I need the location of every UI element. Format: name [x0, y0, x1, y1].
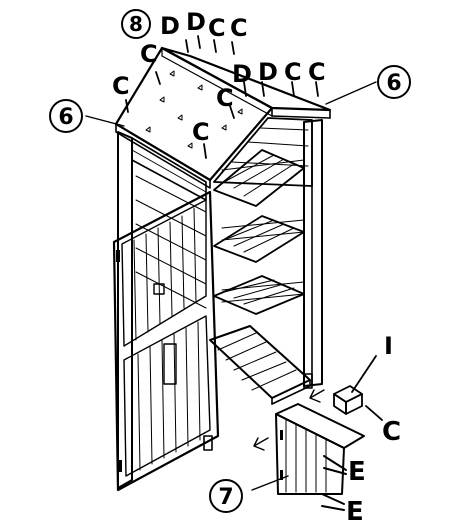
callout-8: 8 [121, 9, 151, 39]
label-roof-left-d2: D [186, 8, 206, 36]
callout-6-left-number: 6 [58, 105, 73, 130]
leader-lines [85, 81, 377, 511]
left-side-wall [117, 131, 207, 489]
lower-shelf [213, 275, 305, 315]
label-roof-right-c3: C [216, 84, 234, 112]
label-roof-left-d1: D [160, 12, 180, 40]
screw-markers [125, 35, 383, 421]
label-roof-left-c2: C [230, 14, 248, 42]
letter-labels: D D C C C C C D D C C C I C E E [112, 8, 401, 527]
callout-7: 7 [209, 479, 243, 513]
callout-6-right-number: 6 [386, 71, 401, 96]
label-side-e2: E [346, 497, 364, 527]
legs [203, 373, 313, 451]
callout-6-right: 6 [377, 65, 411, 99]
label-side-c: C [382, 417, 401, 447]
label-side-i: I [384, 332, 393, 360]
label-roof-right-d2: D [258, 58, 278, 86]
back-gable [213, 117, 313, 187]
label-roof-right-c2: C [308, 58, 326, 86]
top-shelf [213, 149, 305, 207]
middle-shelf [213, 215, 305, 263]
right-roof-panel [160, 46, 332, 119]
loose-panel-7 [275, 403, 365, 495]
block-i [333, 385, 363, 415]
callout-6-left: 6 [49, 99, 83, 133]
callout-8-number: 8 [129, 12, 143, 36]
label-roof-left-c1: C [208, 14, 226, 42]
label-roof-left-c4: C [112, 72, 130, 100]
right-wall [221, 119, 323, 387]
label-roof-left-c5: C [192, 118, 210, 146]
label-roof-left-c3: C [140, 40, 158, 68]
floor [209, 325, 311, 405]
direction-arrows [253, 389, 325, 451]
front-door [112, 190, 220, 492]
callout-7-number: 7 [218, 485, 233, 510]
label-roof-right-c1: C [284, 58, 302, 86]
label-side-e1: E [348, 457, 366, 487]
label-roof-right-d1: D [232, 60, 252, 88]
